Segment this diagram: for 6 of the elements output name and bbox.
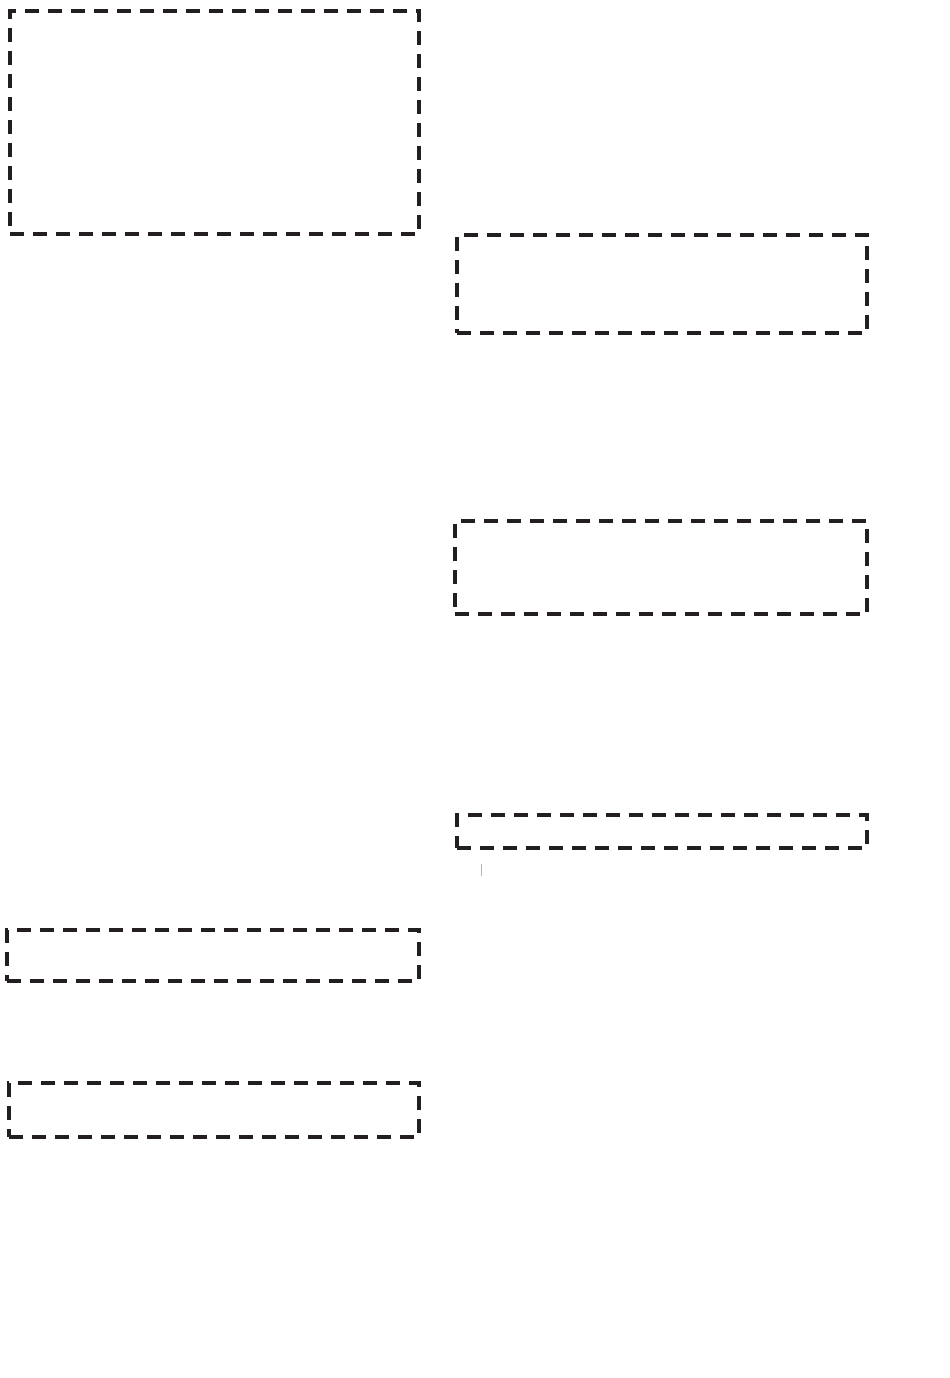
dashed-box: [455, 233, 869, 335]
dashed-box: [8, 9, 421, 236]
dashed-box: [453, 519, 869, 616]
dashed-box: [455, 813, 869, 850]
dashed-box: [7, 1081, 421, 1139]
dashed-box: [5, 928, 421, 983]
